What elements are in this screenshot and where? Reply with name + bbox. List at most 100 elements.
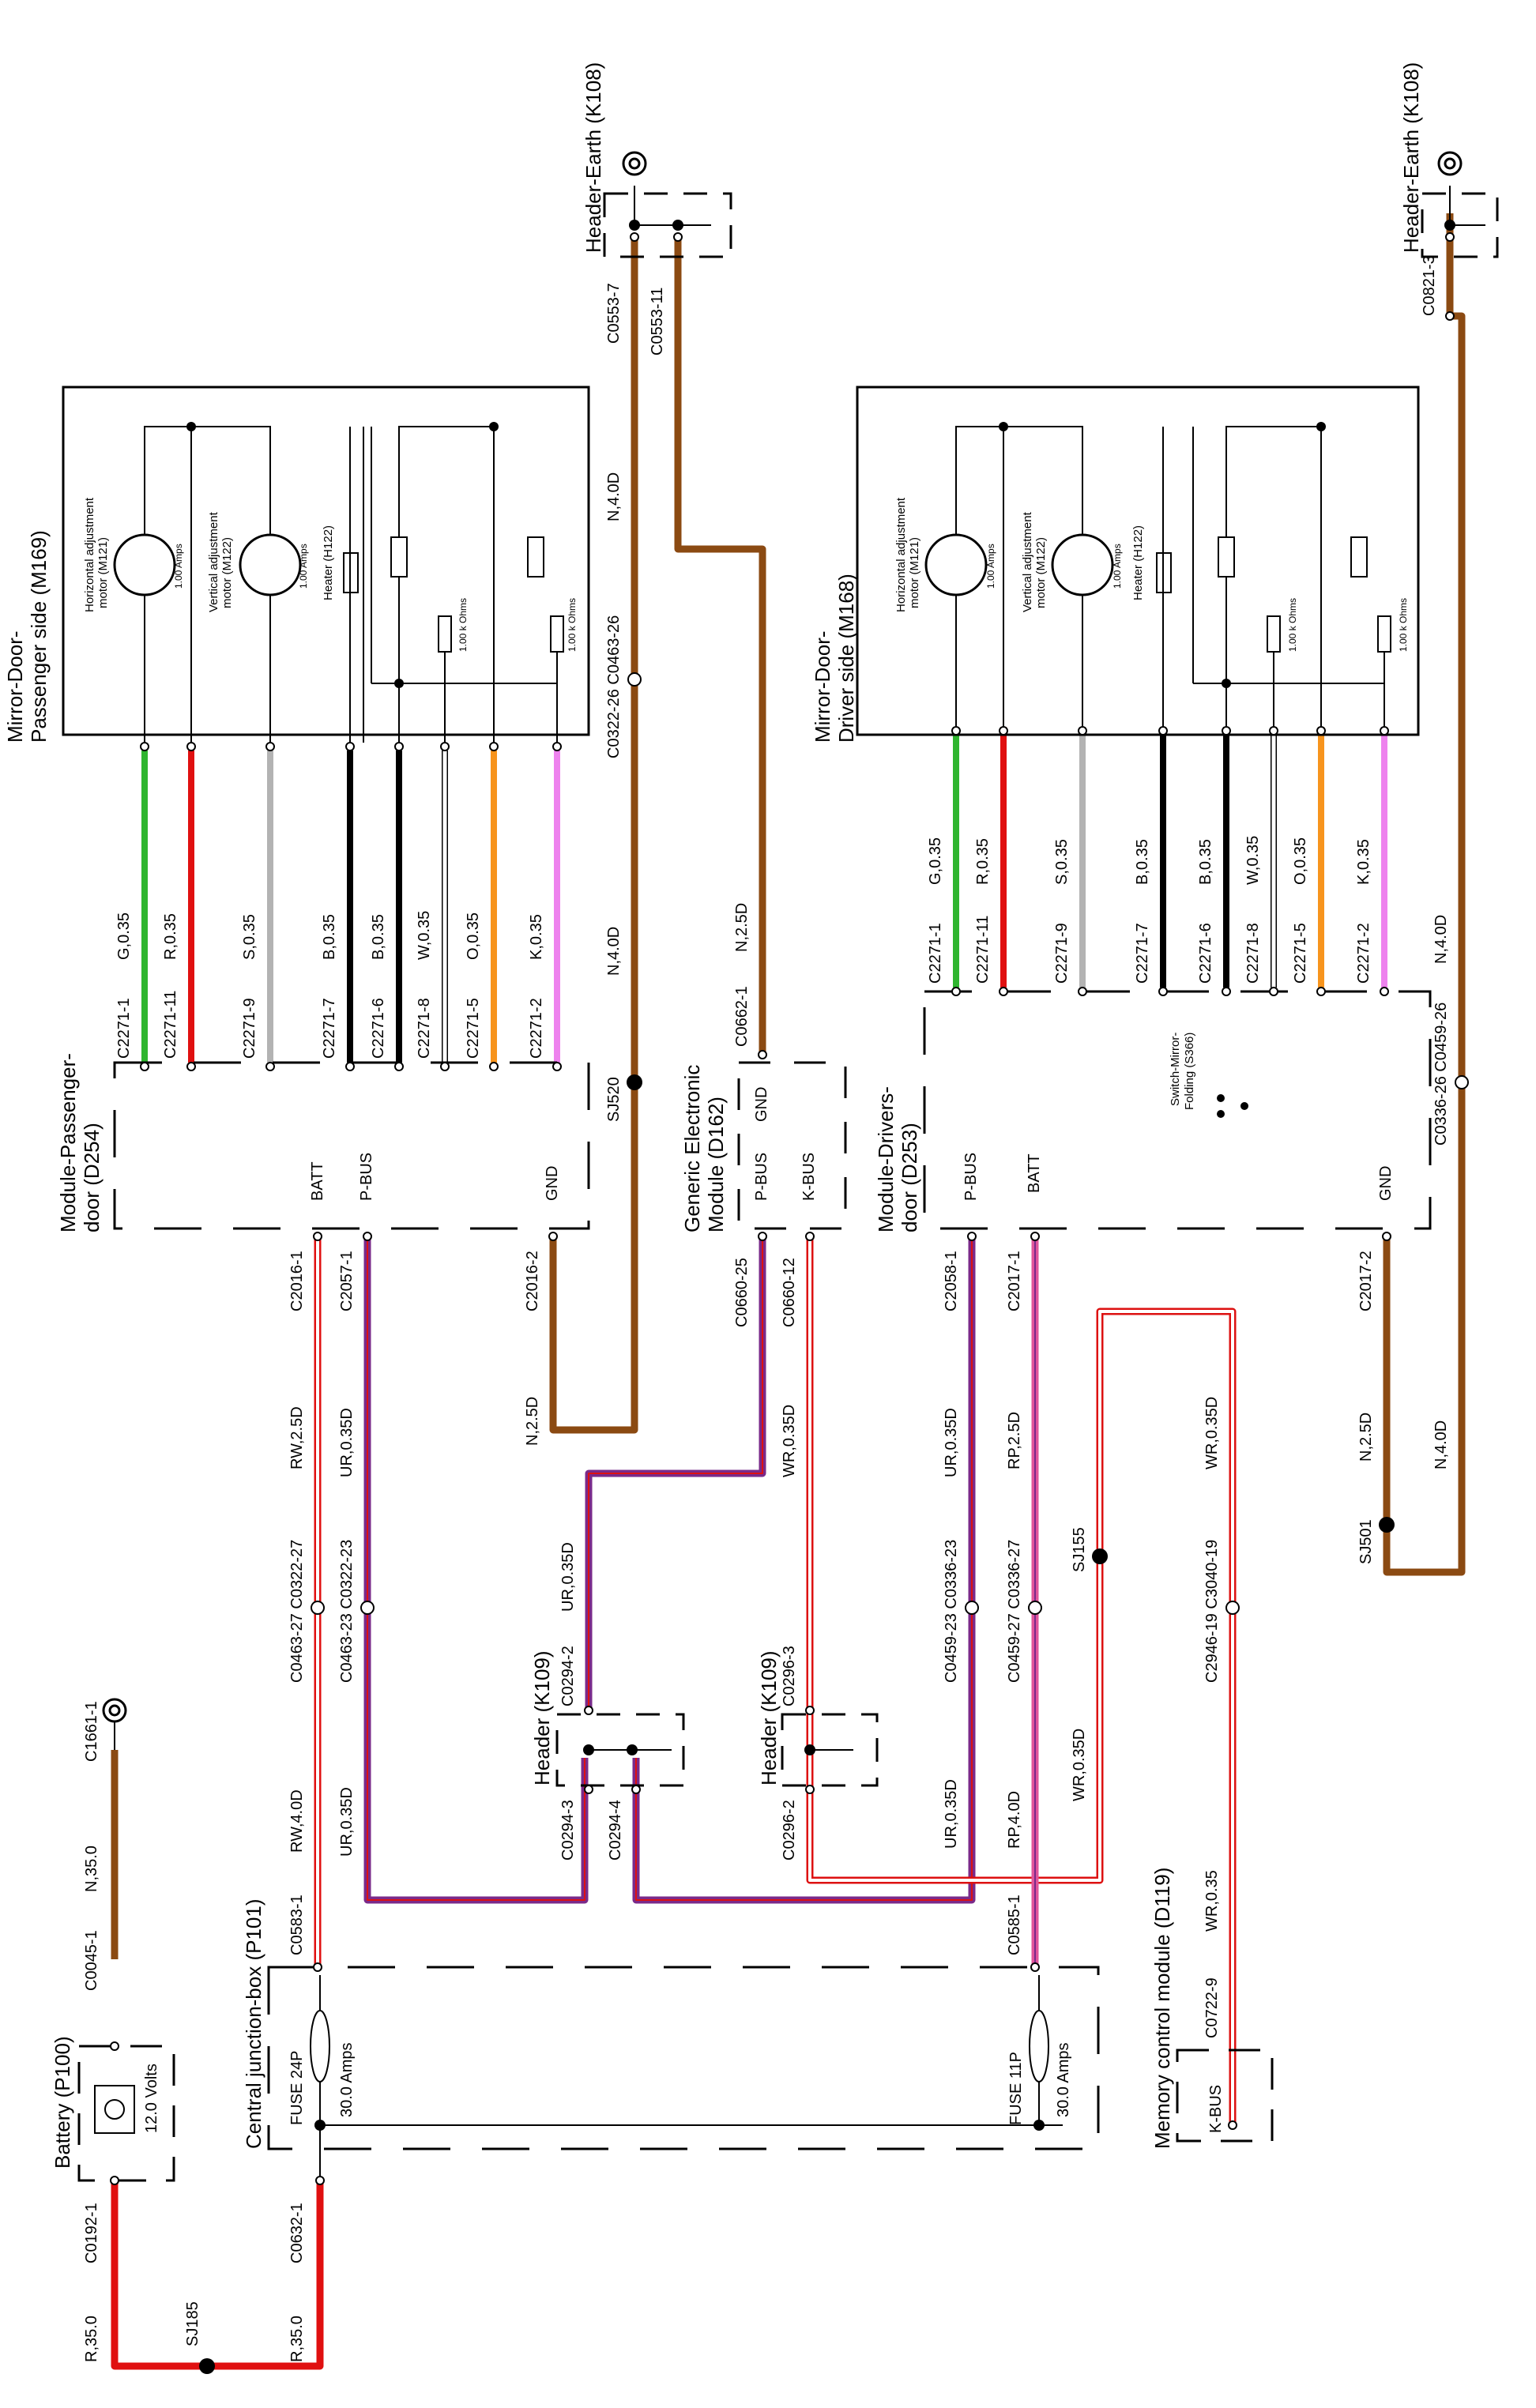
switch-title-1: Switch-Mirror- <box>1169 1033 1182 1106</box>
resistor-driver-2-icon <box>1377 615 1391 653</box>
lbl-c0585-1: C0585-1 <box>1006 1894 1023 1955</box>
lbl-wr035-mem: WR,0.35 <box>1203 1870 1221 1932</box>
lbl-sj501: SJ501 <box>1357 1519 1375 1564</box>
lbl-c0463-23: C0463-23 C0322-23 <box>338 1540 356 1683</box>
pw-conn-8: C2271-2 <box>528 998 545 1059</box>
cjb-box[interactable] <box>267 1966 1100 2150</box>
module-passenger-box[interactable] <box>113 1061 590 1230</box>
dw-label-5: B,0.35 <box>1197 839 1214 885</box>
earth-symbols <box>102 151 1463 1723</box>
pw-label-5: B,0.35 <box>370 914 387 960</box>
pin-gnd-gem: GND <box>753 1087 770 1122</box>
module-passenger-title-1: Module-Passenger- <box>56 1053 80 1232</box>
lbl-n40d-b: N,4.0D <box>605 927 623 976</box>
wire-brown-earth-driver[interactable] <box>1383 213 1466 1576</box>
v-motor-passenger-label-1: Vertical adjustment <box>207 511 220 612</box>
lbl-n40d-drv: N,4.0D <box>1432 915 1450 964</box>
lbl-n25d-a: N,2.5D <box>524 1397 541 1446</box>
lbl-c0463-27: C0463-27 C0322-27 <box>288 1540 306 1683</box>
sj501-dot[interactable] <box>1379 1517 1395 1533</box>
lbl-c0336-26: C0336-26 C0459-26 <box>1432 1003 1450 1146</box>
lbl-ur035d-b: UR,0.35D <box>338 1787 356 1857</box>
pw-label-8: K,0.35 <box>528 914 545 960</box>
pin-pbus-gem: P-BUS <box>753 1153 770 1201</box>
fuse-11p-label: FUSE 11P <box>1007 2052 1025 2125</box>
battery-box[interactable] <box>77 2045 175 2182</box>
cjb-title: Central junction-box (P101) <box>242 1899 265 2150</box>
amps-driver-1: 1.00 Amps <box>985 544 996 589</box>
heater-passenger-label: Heater (H122) <box>322 525 335 600</box>
gem-box[interactable] <box>737 1061 847 1230</box>
lbl-n350: N,35.0 <box>83 1846 100 1892</box>
lbl-c2946-19: C2946-19 C3040-19 <box>1203 1540 1221 1683</box>
earth-header-2-box[interactable] <box>1421 192 1499 258</box>
header-k109-b-title: Header (K109) <box>757 1650 781 1785</box>
dw-label-7: O,0.35 <box>1292 837 1309 885</box>
lbl-c0322-26: C0322-26 C0463-26 <box>605 615 623 758</box>
dw-label-6: W,0.35 <box>1244 836 1262 885</box>
lbl-c1661-1: C1661-1 <box>83 1701 100 1762</box>
earth-header-1-box[interactable] <box>603 192 732 258</box>
h-motor-passenger-label-1: Horizontal adjustment <box>83 497 96 612</box>
dw-label-3: S,0.35 <box>1053 839 1071 885</box>
mirror-passenger-dots <box>186 422 499 688</box>
lbl-c0294-3: C0294-3 <box>559 1800 577 1861</box>
pin-pbus-passenger: P-BUS <box>358 1153 375 1201</box>
lbl-ur035d-gem: UR,0.35D <box>559 1542 577 1612</box>
lbl-wr035d-a: WR,0.35D <box>781 1405 798 1477</box>
pot-driver-1-icon <box>1218 536 1235 578</box>
lbl-c2016-1: C2016-1 <box>288 1251 306 1311</box>
lbl-c0459-27: C0459-27 C0336-27 <box>1006 1540 1023 1683</box>
lbl-n40d-d2: N,4.0D <box>1432 1420 1450 1469</box>
lbl-n40d-a: N,4.0D <box>605 472 623 521</box>
v-motor-passenger-icon <box>239 533 302 596</box>
module-driver-box[interactable] <box>923 990 1432 1230</box>
pot-driver-2-icon <box>1350 536 1368 578</box>
component-boxes <box>62 192 1499 2182</box>
lbl-c0632-1: C0632-1 <box>288 2203 306 2263</box>
lbl-c0296-3: C0296-3 <box>781 1646 798 1706</box>
dw-label-4: B,0.35 <box>1134 839 1151 885</box>
memory-box[interactable] <box>1176 2049 1274 2143</box>
gem-title-2: Module (D162) <box>704 1097 728 1232</box>
mirror-passenger-box[interactable] <box>62 386 590 736</box>
amps-driver-2: 1.00 Amps <box>1112 544 1123 589</box>
mirror-driver-box[interactable] <box>856 386 1420 736</box>
dw-conn-3: C2271-9 <box>1053 923 1071 984</box>
mirror-driver-dots <box>999 422 1326 688</box>
pin-batt-passenger: BATT <box>309 1161 326 1201</box>
dw-conn-5: C2271-6 <box>1197 923 1214 984</box>
lbl-c0662-1: C0662-1 <box>733 986 751 1047</box>
lbl-sj185: SJ185 <box>184 2301 201 2346</box>
sj155-dot[interactable] <box>1092 1548 1108 1564</box>
wire-brown-earth-passenger[interactable] <box>549 237 638 1434</box>
mirror-driver-title-2: Driver side (M168) <box>834 574 858 743</box>
pw-label-7: O,0.35 <box>465 912 482 960</box>
earth-1-title: Header-Earth (K108) <box>582 62 605 253</box>
sj185-dot[interactable] <box>199 2358 215 2374</box>
dw-conn-4: C2271-7 <box>1134 923 1151 984</box>
earth-2-title: Header-Earth (K108) <box>1399 62 1423 253</box>
switch-mirror-folding-icon <box>1217 1094 1248 1118</box>
sj520-dot[interactable] <box>627 1074 642 1090</box>
dw-conn-1: C2271-1 <box>927 923 944 984</box>
pot-passenger-2-icon <box>527 536 544 578</box>
header-k109-b-box[interactable] <box>781 1713 879 1787</box>
wire-brown-gem-ground[interactable] <box>674 237 766 1055</box>
mirror-driver-title-1: Mirror-Door- <box>811 630 834 743</box>
fuse-11p-amps: 30.0 Amps <box>1055 2042 1072 2117</box>
wire-ur-pbus-driver[interactable] <box>632 1236 976 1904</box>
pin-pbus-driver: P-BUS <box>962 1153 980 1201</box>
heater-driver-label: Heater (H122) <box>1131 525 1145 600</box>
cjb-internals <box>310 1975 1063 2180</box>
resistor-passenger-2-icon <box>550 615 564 653</box>
wire-red-battery[interactable] <box>111 2180 324 2370</box>
pw-conn-3: C2271-9 <box>241 998 258 1059</box>
v-motor-driver-label-1: Vertical adjustment <box>1021 511 1034 612</box>
lbl-c0045-1: C0045-1 <box>83 1930 100 1991</box>
memory-kbus: K-BUS <box>1207 2085 1225 2133</box>
header-k109-a-box[interactable] <box>555 1713 685 1787</box>
dw-label-8: K,0.35 <box>1355 839 1372 885</box>
h-motor-driver-icon <box>924 533 988 596</box>
